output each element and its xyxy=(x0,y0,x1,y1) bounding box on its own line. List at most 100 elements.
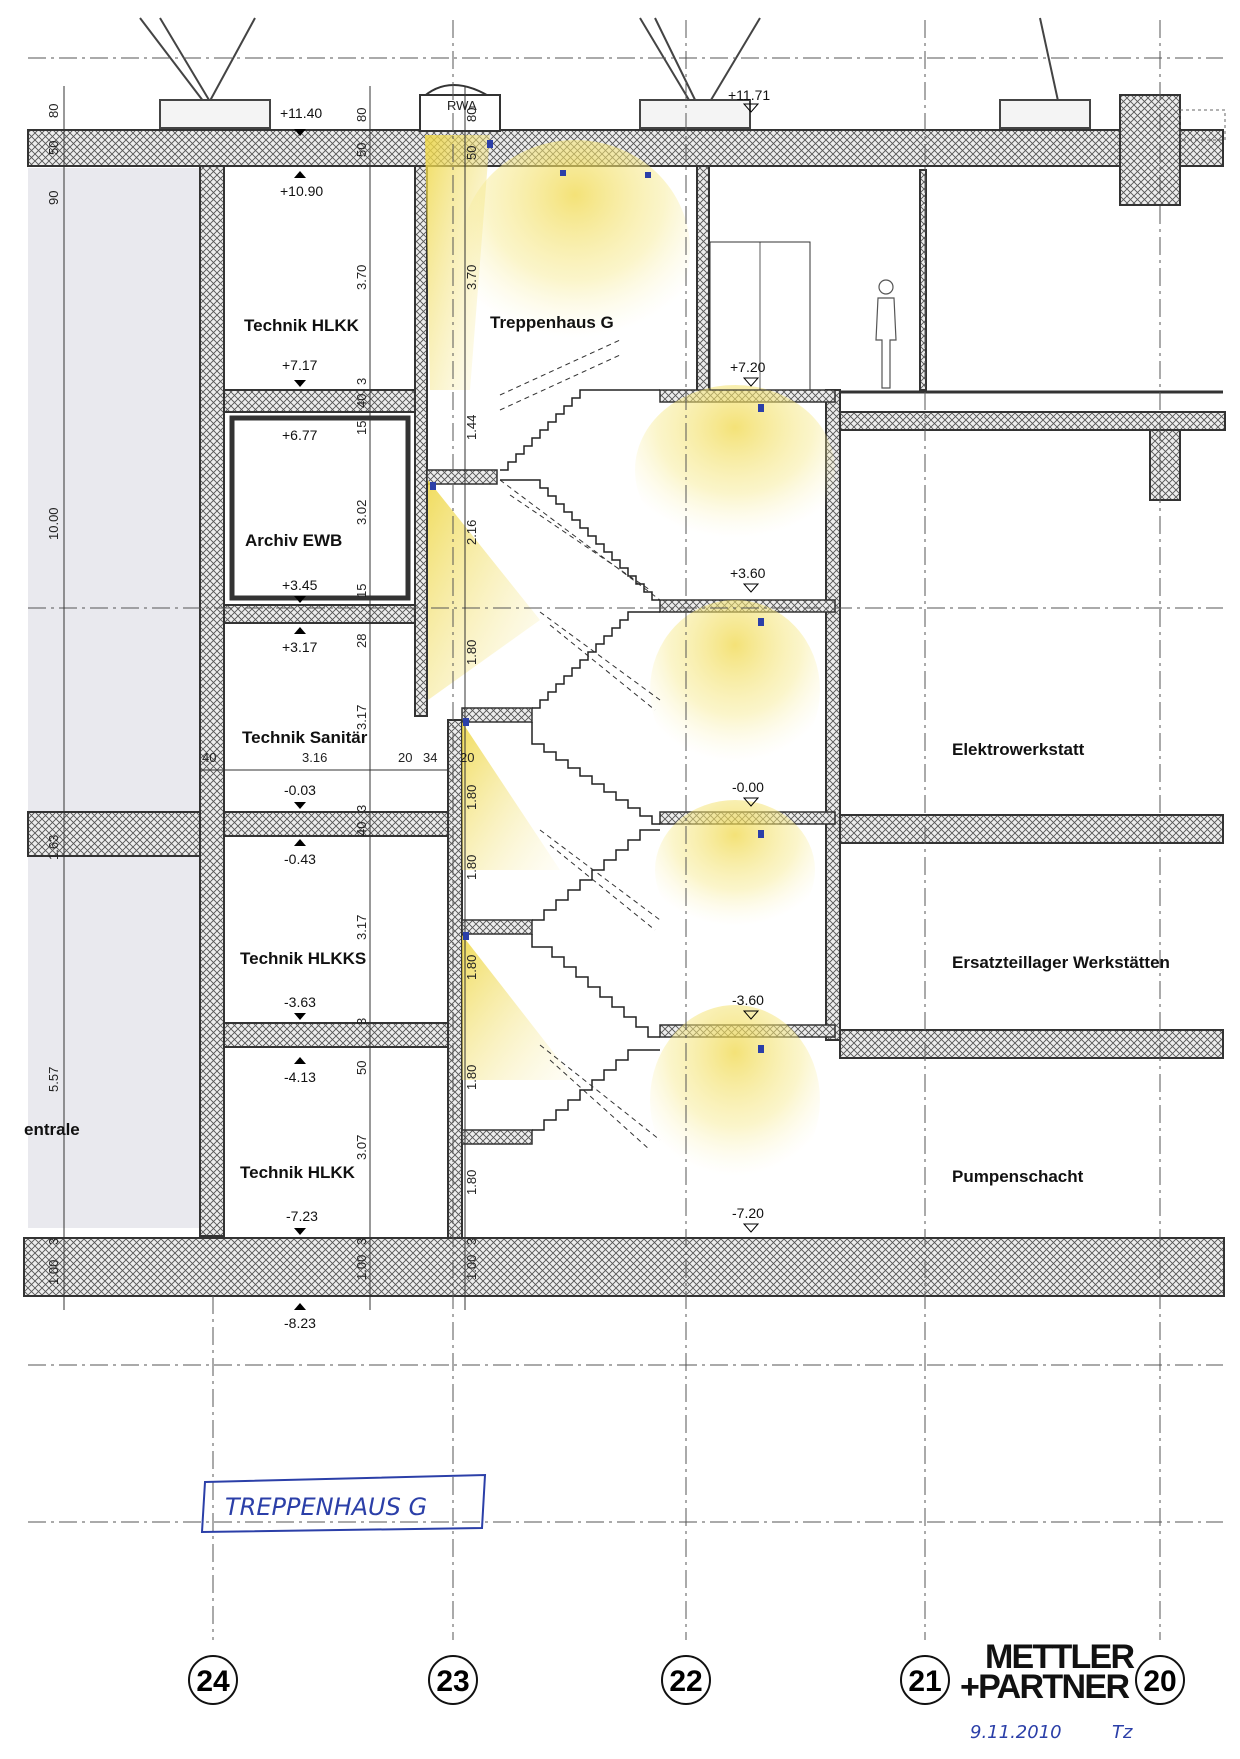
level-label: +7.17 xyxy=(282,357,318,373)
logo-line2: +PARTNER xyxy=(960,1668,1130,1706)
room-label: Elektrowerkstatt xyxy=(952,740,1085,759)
dim-text: 1.80 xyxy=(464,955,479,980)
dim-text: 28 xyxy=(354,634,369,648)
dim-text: 15 xyxy=(354,584,369,598)
level-label: +3.45 xyxy=(282,577,318,593)
dim-text: 15 xyxy=(354,421,369,435)
level-label: -8.23 xyxy=(284,1315,316,1331)
dim-text: 50 xyxy=(464,146,479,160)
grid-axis-bubbles: 24 23 22 21 20 xyxy=(188,1655,1185,1705)
hall-shading xyxy=(28,168,200,1228)
dim-text: 3.70 xyxy=(354,265,369,290)
horizontal-dimensions: 40 3.16 20 34 20 xyxy=(202,750,474,765)
dim-text: 5.57 xyxy=(46,1067,61,1092)
dim-text: 50 xyxy=(354,1061,369,1075)
inner-dimensions-a: 80 50 3.70 3 40 15 3.02 15 28 3.17 40 3 … xyxy=(354,108,369,1280)
level-label: -0.03 xyxy=(284,782,316,798)
dim-text: 1.80 xyxy=(464,640,479,665)
stair-level-label: -7.20 xyxy=(732,1205,764,1221)
level-markers-left: +11.40 +10.90 +7.17 +6.77 +3.45 +3.17 -0… xyxy=(280,105,323,1331)
floor-slabs xyxy=(23,389,1226,1297)
axis-label: 20 xyxy=(1143,1665,1176,1698)
level-label: +3.17 xyxy=(282,639,318,655)
level-label: +6.77 xyxy=(282,427,318,443)
stamp-label: TREPPENHAUS G xyxy=(225,1493,427,1521)
dim-text: 3 xyxy=(354,378,369,385)
dim-text: 80 xyxy=(354,108,369,122)
stair-hidden-lines xyxy=(499,339,661,1151)
dim-text: 40 xyxy=(354,394,369,408)
dim-text: 1.80 xyxy=(464,855,479,880)
dim-text: 3.70 xyxy=(464,265,479,290)
light-fixture-icons xyxy=(430,140,764,1053)
dim-text: 3 xyxy=(354,805,369,812)
level-label: -7.23 xyxy=(286,1208,318,1224)
dim-text: 1.00 xyxy=(46,1260,61,1285)
stair-level-label: -0.00 xyxy=(732,779,764,795)
roof-truss xyxy=(139,17,1091,129)
dim-text: 3 xyxy=(354,1018,369,1025)
dim-text: 3.02 xyxy=(354,500,369,525)
room-label: Technik HLKKS xyxy=(240,949,366,968)
dim-text: 3.16 xyxy=(302,750,327,765)
dim-text: 34 xyxy=(423,750,437,765)
dim-text: 10.00 xyxy=(46,507,61,540)
level-markers-stair xyxy=(742,103,760,1233)
dim-text: 50 xyxy=(354,143,369,157)
dim-text: 3 xyxy=(354,1238,369,1245)
dim-text: 3 xyxy=(464,1238,479,1245)
dim-text: 3.07 xyxy=(354,1135,369,1160)
stair-flights xyxy=(500,389,660,1131)
dim-text: 1.80 xyxy=(464,785,479,810)
dim-text: 1.00 xyxy=(464,1255,479,1280)
signature-initials: Tz xyxy=(1112,1722,1133,1743)
room-label: Technik HLKK xyxy=(240,1163,356,1182)
level-labels-stair: +11.71 +7.20 +3.60 -0.00 -3.60 -7.20 xyxy=(728,87,770,1221)
rwa-skylight: RWA xyxy=(419,84,501,132)
level-label: -4.13 xyxy=(284,1069,316,1085)
level-label: +10.90 xyxy=(280,183,323,199)
room-labels: Technik HLKK Treppenhaus G Archiv EWB Te… xyxy=(24,313,1170,1186)
dim-text: 40 xyxy=(202,750,216,765)
dim-text: 3.17 xyxy=(354,915,369,940)
room-label: entrale xyxy=(24,1120,80,1139)
axis-label: 24 xyxy=(196,1665,230,1698)
stair-level-label: +11.71 xyxy=(728,87,770,103)
walls xyxy=(199,165,927,1241)
stair-level-label: +7.20 xyxy=(730,359,766,375)
room-label: Treppenhaus G xyxy=(490,313,614,332)
dimension-lines xyxy=(63,86,466,1310)
dim-text: 1.00 xyxy=(354,1255,369,1280)
level-label: -0.43 xyxy=(284,851,316,867)
door-elevation xyxy=(709,241,811,391)
dim-text: 1.80 xyxy=(464,1065,479,1090)
dim-text: 2.16 xyxy=(464,520,479,545)
room-label: Technik Sanitär xyxy=(242,728,368,747)
person-figure xyxy=(875,279,897,389)
level-label: +11.40 xyxy=(280,105,322,121)
mettler-partner-logo: METTLER +PARTNER xyxy=(960,1638,1135,1706)
dim-text: 1.80 xyxy=(464,1170,479,1195)
dim-text: 90 xyxy=(46,191,61,205)
dim-text: 1.44 xyxy=(464,415,479,440)
room-label: Pumpenschacht xyxy=(952,1167,1084,1186)
logo-line1: METTLER xyxy=(985,1638,1135,1676)
dim-text: 80 xyxy=(46,104,61,118)
signature-date: 9.11.2010 xyxy=(970,1722,1062,1743)
outer-dimensions: 80 50 90 10.00 1.63 5.57 1.00 3 xyxy=(46,104,61,1285)
rwa-label: RWA xyxy=(447,98,477,113)
dim-text: 3 xyxy=(46,1238,61,1245)
dim-text: 20 xyxy=(460,750,474,765)
dim-text: 3.17 xyxy=(354,705,369,730)
highlight-zones xyxy=(425,135,835,1195)
dim-text: 50 xyxy=(46,141,61,155)
inner-dimensions-b: 80 50 3.70 1.44 2.16 1.80 1.80 1.80 1.80… xyxy=(464,108,479,1280)
handwritten-stamp: TREPPENHAUS G xyxy=(200,1473,487,1534)
room-label: Archiv EWB xyxy=(245,531,342,550)
stair-level-label: +3.60 xyxy=(730,565,766,581)
dim-text: 20 xyxy=(398,750,412,765)
axis-label: 22 xyxy=(669,1665,702,1698)
axis-label: 23 xyxy=(436,1665,469,1698)
